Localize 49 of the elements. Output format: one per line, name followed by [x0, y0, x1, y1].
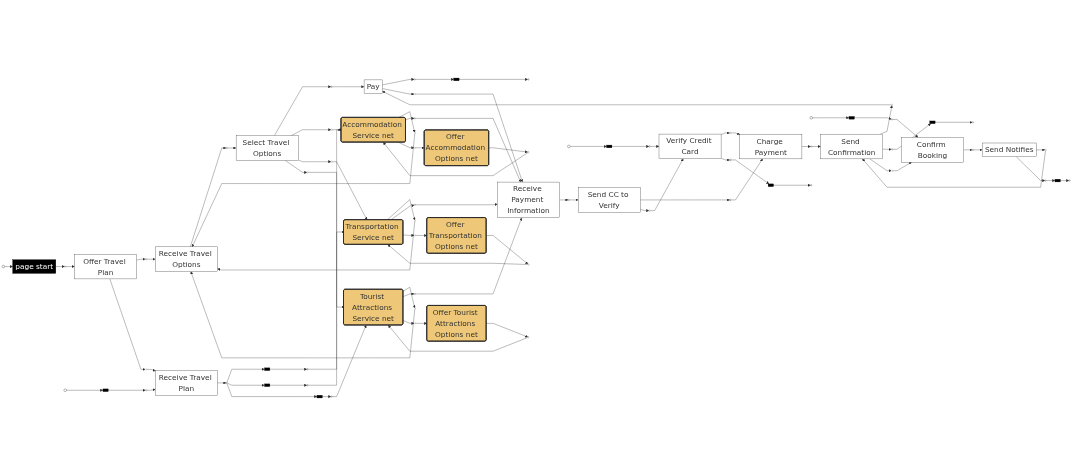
dashed-place: [527, 151, 530, 154]
arrow: [415, 234, 428, 237]
place-circle: [648, 145, 651, 148]
bar-transition: [768, 183, 774, 187]
bar-transition: [453, 77, 460, 81]
place-circle: [306, 384, 309, 387]
bar-transition: [606, 144, 613, 148]
dashed-place: [306, 171, 309, 174]
place-circle: [330, 395, 333, 398]
bar-transition: [264, 383, 270, 387]
dashed-place: [414, 93, 416, 95]
marked-place: [63, 388, 67, 392]
dashed-place: [1044, 149, 1047, 151]
place-circle: [330, 85, 333, 88]
bar-transition: [264, 367, 270, 371]
arrow: [415, 321, 428, 325]
dashed-place: [145, 368, 147, 371]
bar-transition: [848, 116, 855, 120]
bar-transition: [1054, 179, 1061, 183]
dashed-place: [891, 103, 893, 106]
dashed-place: [729, 132, 732, 134]
dashed-place: [330, 160, 333, 163]
dashed-place: [648, 209, 651, 212]
dashed-place: [414, 132, 416, 134]
marked-place: [1, 265, 5, 269]
place-circle: [810, 184, 813, 187]
place-circle: [306, 368, 309, 371]
dashed-place: [330, 128, 333, 131]
place-circle: [1068, 179, 1071, 182]
place-circle: [527, 78, 530, 81]
bar-transition: [929, 120, 936, 124]
dashed-place: [527, 263, 530, 266]
arrow: [569, 198, 579, 202]
dashed-place: [414, 146, 416, 149]
place-circle: [810, 145, 813, 148]
dashed-place: [527, 336, 530, 339]
arrow: [415, 146, 425, 150]
dashed-place: [414, 322, 416, 325]
dashed-place: [414, 307, 416, 310]
place-circle: [1044, 179, 1047, 182]
bar-transition: [102, 388, 109, 392]
bar-transition: [316, 395, 323, 399]
dashed-place: [891, 169, 893, 172]
arrow: [973, 148, 983, 152]
dashed-place: [414, 219, 416, 222]
marked-place: [809, 116, 813, 120]
arrow: [811, 145, 821, 148]
marked-place: [567, 144, 571, 148]
dashed-place: [414, 234, 416, 237]
